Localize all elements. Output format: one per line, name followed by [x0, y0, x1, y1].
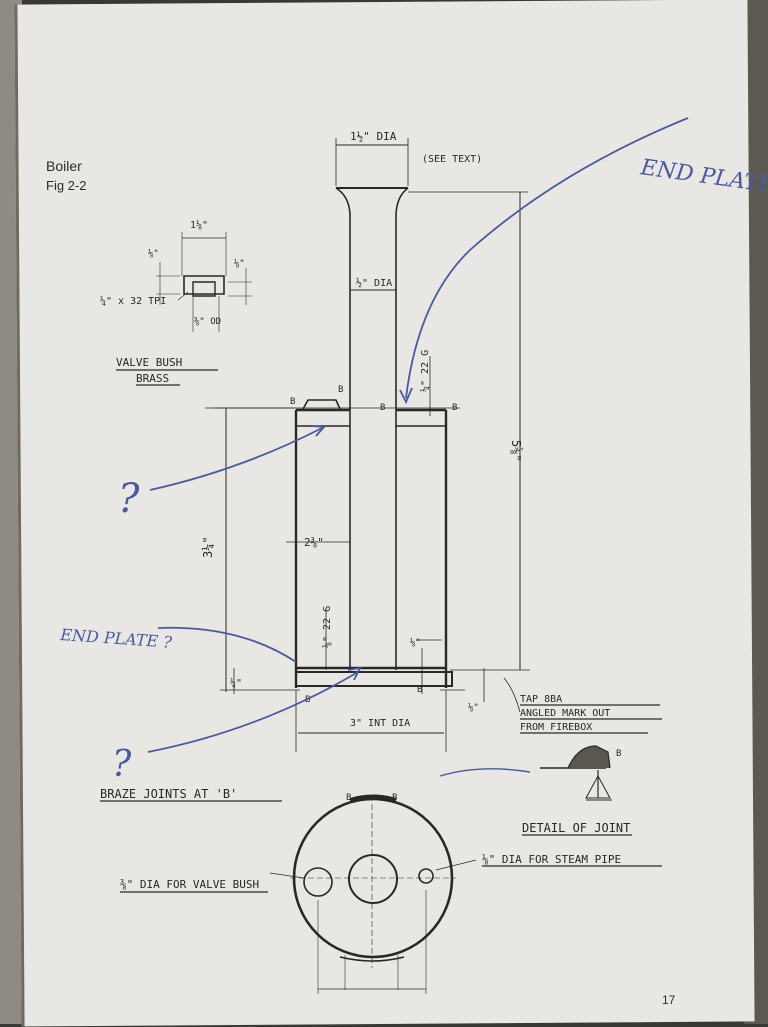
tap-note-1: TAP 8BA — [520, 694, 562, 705]
bottom-dim: 3" INT DIA — [350, 718, 410, 729]
braze-joints-label: BRAZE JOINTS AT 'B' — [100, 787, 237, 801]
caption-fig: Fig 2-2 — [46, 178, 86, 193]
joint-b-4: B — [452, 403, 457, 413]
joint-b-7: B — [346, 793, 351, 803]
chimney — [336, 138, 530, 670]
bush-material: BRASS — [136, 372, 169, 385]
joint-b-6: B — [417, 685, 422, 695]
chimney-top-dia: 1½" DIA — [350, 130, 397, 143]
question-mark-1: ? — [118, 476, 140, 522]
tap-small-dim: ⅛" — [468, 703, 479, 713]
bush-width: 1⅛" — [190, 219, 208, 231]
steam-pipe-hole-label: ⅛" DIA FOR STEAM PIPE — [482, 853, 621, 866]
pen-annotations: END PLATE ? END PLATE ? ? ? — [59, 118, 768, 785]
base-gap-dim: ¼" — [230, 677, 242, 689]
end-plate-note-top: END PLATE ? — [638, 155, 768, 201]
joint-detail — [540, 746, 612, 800]
drawing-labels: 1½" DIA (SEE TEXT) ½" DIA 5⅝" 1⅛" ⅛" ⅛" … — [100, 130, 630, 891]
bush-thread: ¼" x 32 TPI — [100, 295, 166, 307]
top-gap-dim: ¼" 22 G — [419, 350, 431, 392]
see-text-note: (SEE TEXT) — [422, 154, 482, 165]
bush-dim-a: ⅛" — [148, 249, 159, 259]
chimney-height: 5⅝" — [509, 440, 523, 462]
chimney-tube-dia: ½" DIA — [356, 277, 392, 289]
bush-bore: ⅜" OD — [194, 317, 221, 327]
caption-title: Boiler — [46, 158, 82, 174]
shell-inner-dia: 2⅜" — [304, 536, 324, 549]
tap-note-2: ANGLED MARK OUT — [520, 708, 610, 719]
valve-bush-detail — [156, 232, 252, 332]
lower-gap-dim: ⅛" 22 G — [321, 606, 333, 648]
shell-height: 3¼" — [201, 536, 215, 558]
detail-of-joint-label: DETAIL OF JOINT — [522, 821, 630, 835]
boiler-shell — [205, 356, 520, 752]
bush-title: VALVE BUSH — [116, 356, 182, 369]
joint-b-9: B — [616, 749, 621, 759]
page-number: 17 — [662, 993, 676, 1007]
bush-dim-b: ⅛" — [234, 259, 245, 269]
joint-b-2: B — [338, 385, 343, 395]
joint-b-1: B — [290, 397, 295, 407]
question-mark-2: ? — [112, 744, 132, 785]
end-plate-note-left: END PLATE ? — [59, 625, 173, 652]
bottom-frac: ⅛" — [410, 638, 421, 648]
joint-b-5: B — [305, 695, 310, 705]
tap-note-3: FROM FIREBOX — [520, 722, 592, 733]
joint-b-8: B — [392, 793, 397, 803]
label-underlines — [100, 370, 662, 892]
joint-b-3: B — [380, 403, 385, 413]
plan-view — [270, 795, 476, 994]
valve-bush-hole-label: ⅜" DIA FOR VALVE BUSH — [120, 878, 259, 891]
